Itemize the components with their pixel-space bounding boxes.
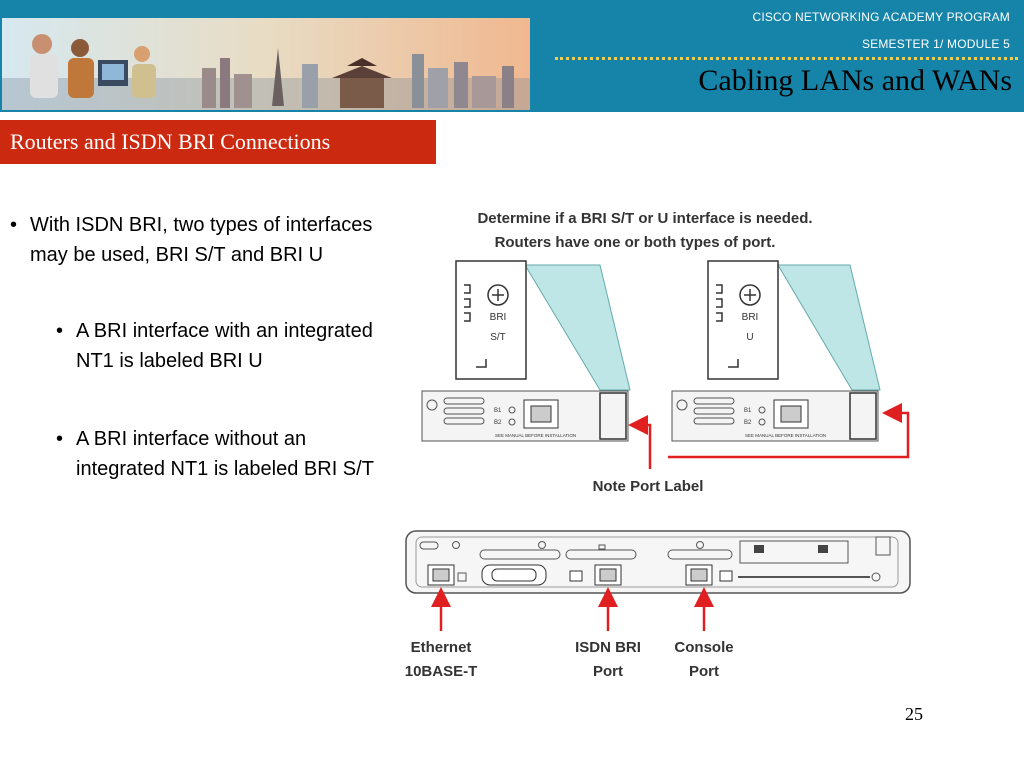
page-number: 25 xyxy=(905,704,923,724)
serial-port xyxy=(481,564,547,586)
port-label-box-u xyxy=(849,392,877,440)
bullet-dot: • xyxy=(56,428,64,450)
banner-illustration xyxy=(2,18,530,110)
port-label-box-st xyxy=(599,392,627,440)
arrow-note-st xyxy=(628,415,652,469)
diagram-svg: Determine if a BRI S/T or U interface is… xyxy=(405,210,911,680)
card-b1: B1 xyxy=(494,408,502,414)
bullet-text: With ISDN BRI, two types of interfaces m… xyxy=(30,214,373,266)
card-footer-st: SEE MANUAL BEFORE INSTALLATION xyxy=(495,433,576,438)
isdn-label-1: ISDN BRI xyxy=(575,639,641,656)
header-divider xyxy=(555,57,1018,60)
ethernet-label-1: Ethernet xyxy=(411,639,472,656)
bullet-dot: • xyxy=(56,320,64,342)
isdn-label-2: Port xyxy=(593,663,623,680)
bullet-text: A BRI interface with an integrated NT1 i… xyxy=(76,320,373,372)
semester-module: SEMESTER 1/ MODULE 5 xyxy=(861,37,1010,51)
note-port-label: Note Port Label xyxy=(593,478,704,495)
port-label-st-2: S/T xyxy=(490,332,506,343)
isdn-diagram: Determine if a BRI S/T or U interface is… xyxy=(390,195,930,695)
panel-notch xyxy=(728,359,739,368)
sub-bullet-item: • A BRI interface with an integrated NT1… xyxy=(56,316,376,376)
port-label-u-2: U xyxy=(746,332,753,343)
card-screw-icon xyxy=(676,399,688,411)
screw-icon xyxy=(487,284,509,306)
port-panel-st xyxy=(455,260,527,380)
screw-cross xyxy=(744,289,756,301)
port-panel-u xyxy=(707,260,779,380)
bullet-dot: • xyxy=(10,214,18,236)
card-screw-icon xyxy=(426,399,438,411)
card-b2: B2 xyxy=(494,420,502,426)
console-label-1: Console xyxy=(674,639,733,656)
program-name: CISCO NETWORKING ACADEMY PROGRAM xyxy=(752,10,1010,24)
port-label-st-1: BRI xyxy=(490,312,507,323)
sub-bullet-item: • A BRI interface without an integrated … xyxy=(56,424,376,484)
instruction-line-2: Routers have one or both types of port. xyxy=(495,234,776,251)
course-title: Cabling LANs and WANs xyxy=(698,64,1012,97)
panel-leds-st xyxy=(464,284,471,322)
card-b1: B1 xyxy=(744,408,752,414)
card-footer-u: SEE MANUAL BEFORE INSTALLATION xyxy=(745,433,826,438)
bullet-item: • With ISDN BRI, two types of interfaces… xyxy=(10,210,380,270)
slide-header: CISCO NETWORKING ACADEMY PROGRAM SEMESTE… xyxy=(0,0,1024,112)
panel-notch xyxy=(476,359,487,368)
router-rear-panel xyxy=(405,530,911,594)
isdn-card-u xyxy=(671,390,879,442)
panel-leds-u xyxy=(716,284,723,322)
screw-icon xyxy=(739,284,761,306)
ethernet-label-2: 10BASE-T xyxy=(405,663,478,680)
console-label-2: Port xyxy=(689,663,719,680)
callout-u xyxy=(777,264,881,391)
bullet-text: A BRI interface without an integrated NT… xyxy=(76,428,374,480)
card-b2: B2 xyxy=(744,420,752,426)
instruction-line-1: Determine if a BRI S/T or U interface is… xyxy=(477,210,812,227)
slide-subtitle: Routers and ISDN BRI Connections xyxy=(0,120,436,164)
screw-cross xyxy=(492,289,504,301)
banner-image xyxy=(2,18,530,110)
port-label-u-1: BRI xyxy=(742,312,759,323)
arrow-note-u xyxy=(668,403,910,459)
callout-st xyxy=(524,264,631,391)
